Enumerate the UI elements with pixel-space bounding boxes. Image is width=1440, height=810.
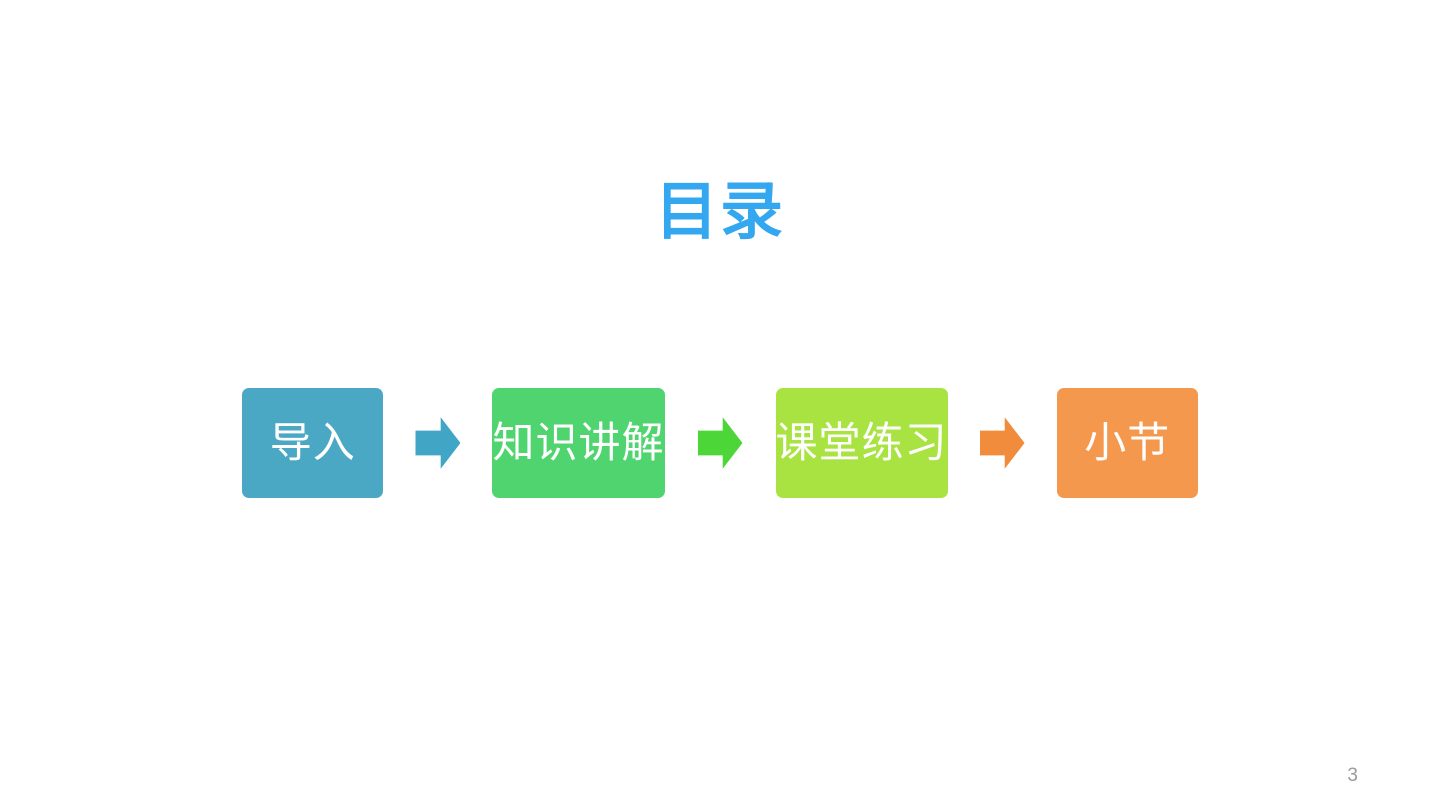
- flow-step-1[interactable]: 导入: [242, 388, 384, 498]
- flow-step-4[interactable]: 小节: [1056, 388, 1198, 498]
- arrow-right-icon: [979, 417, 1025, 469]
- flow-step-4-label: 小节: [1084, 418, 1171, 467]
- process-flow-diagram: 导入 知识讲解 课堂练习 小节: [242, 387, 1198, 499]
- page-title: 目录: [655, 175, 785, 248]
- arrow-right-icon: [697, 417, 743, 469]
- page-number: 3: [1347, 765, 1358, 786]
- arrow-right-icon: [415, 417, 461, 469]
- flow-step-2[interactable]: 知识讲解: [492, 388, 665, 498]
- flow-step-3[interactable]: 课堂练习: [775, 388, 948, 498]
- flow-step-1-label: 导入: [269, 418, 356, 467]
- flow-step-2-label: 知识讲解: [492, 418, 665, 467]
- flow-step-3-label: 课堂练习: [775, 418, 948, 467]
